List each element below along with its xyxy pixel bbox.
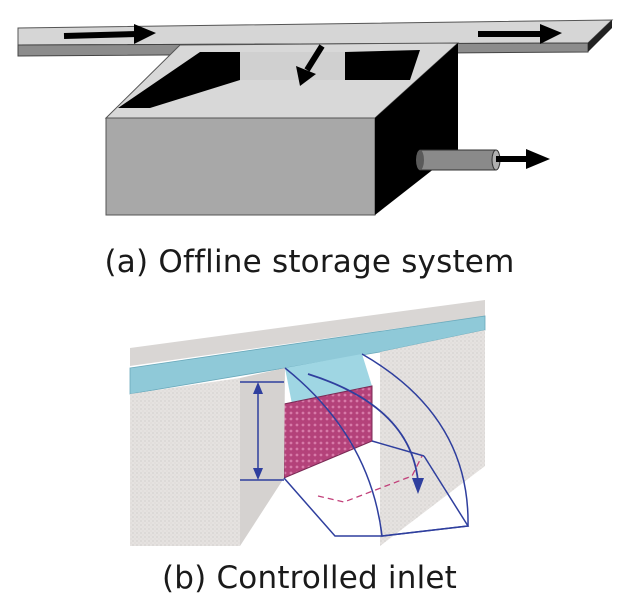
offline-storage-diagram [0, 0, 619, 232]
dashed-reference-line [317, 455, 423, 503]
height-dimension [240, 381, 284, 481]
offline-storage-svg [17, 19, 614, 216]
flow-arrow-head [412, 478, 424, 494]
spillway-side-edge [371, 440, 425, 457]
main-channel-end [588, 20, 612, 52]
outlet-pipe [416, 149, 501, 171]
controlled-inlet-diagram [0, 296, 619, 556]
storage-box-side [375, 43, 458, 215]
caption-controlled-inlet: (b) Controlled inlet [161, 560, 458, 596]
concrete-top-surface [130, 300, 485, 366]
caption-offline-storage: (a) Offline storage system [104, 244, 515, 280]
flow-arrow-bypass [478, 24, 562, 44]
concrete-wall-left [130, 378, 240, 546]
flow-arrow-outflow [496, 149, 550, 169]
flow-arrow-diversion [296, 44, 325, 86]
inlet-water-surface [285, 354, 372, 404]
concrete-wall-right [380, 330, 485, 546]
flow-arrow-inflow [63, 24, 156, 44]
storage-opening-right [345, 50, 420, 80]
storage-opening-left [118, 52, 240, 108]
inlet-passage [240, 52, 345, 80]
storage-box-front [105, 117, 376, 216]
spillway-bottom-edge [283, 455, 470, 537]
channel-floor [240, 368, 285, 546]
controlled-inlet-svg [129, 300, 486, 546]
flow-arrow-curve [307, 373, 419, 482]
